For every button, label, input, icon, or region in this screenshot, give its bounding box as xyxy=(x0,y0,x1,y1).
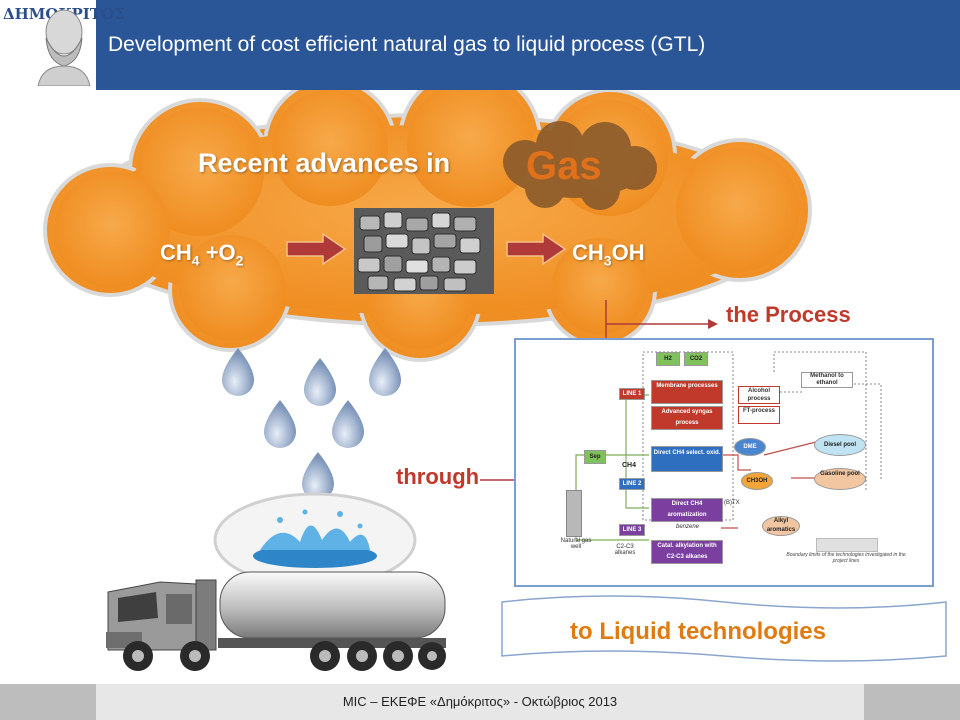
liquid-banner xyxy=(501,595,947,662)
methanol-ethanol-box: Methanol to ethanol xyxy=(801,372,853,388)
cloud-heading: Recent advances in xyxy=(198,148,451,178)
process-label: the Process xyxy=(726,302,851,327)
boundary-legend-swatch xyxy=(816,538,878,552)
catal-alkyl-box: Catal. alkylation with C2-C3 alkanes xyxy=(651,540,723,564)
drop-icon xyxy=(332,400,364,448)
alcohol-box: Alcohol process xyxy=(738,386,780,404)
process-diagram: H2 CO2 LINE 1 Membrane processes Advance… xyxy=(514,338,934,587)
drop-icon xyxy=(369,348,401,396)
diesel-pool: Diesel pool xyxy=(814,434,866,456)
logo-letters: ΔΗΜΟΚΡΙΤΟΣ xyxy=(3,4,125,24)
arrow-right-icon xyxy=(506,232,567,266)
direct-oxid-box: Direct CH4 select. oxid. xyxy=(651,446,723,472)
line2-tag: LINE 2 xyxy=(619,478,645,490)
liquid-label: to Liquid technologies xyxy=(570,618,826,645)
c2c3-label: C2-C3 alkanes xyxy=(614,544,636,556)
gas-highlight: Gas xyxy=(526,144,602,188)
line1-tag: LINE 1 xyxy=(619,388,645,400)
title-bar xyxy=(0,0,960,90)
co2-box: CO2 xyxy=(684,352,708,366)
water-splash-image xyxy=(213,492,417,588)
slide-title: Development of cost efficient natural ga… xyxy=(108,33,706,56)
bust-icon xyxy=(37,9,91,86)
arrow-right-icon xyxy=(286,232,347,266)
drop-icon xyxy=(222,348,254,396)
ft-box: FT-process xyxy=(738,406,780,424)
drop-icon xyxy=(264,400,296,448)
drop-icon xyxy=(302,452,334,500)
advanced-syngas-box: Advanced syngas process xyxy=(651,406,723,430)
rain-drops xyxy=(222,348,401,500)
ch4-label: CH4 xyxy=(622,462,637,469)
institution-logo: ΔΗΜΟΚΡΙΤΟΣ xyxy=(0,0,125,90)
btx-label: (B)TX xyxy=(724,500,740,506)
line3-tag: LINE 3 xyxy=(619,524,645,536)
h2-box: H2 xyxy=(656,352,680,366)
catalyst-pellets-image xyxy=(354,208,494,294)
direct-arom-box: Direct CH4 aromatization xyxy=(651,498,723,522)
reaction-product: CH3OH xyxy=(572,240,645,269)
footer-left-block xyxy=(0,684,96,720)
footer-text: MIC – ΕΚΕΦΕ «Δημόκριτος» - Οκτώβριος 201… xyxy=(342,694,618,709)
gasoline-pool: Gasoline pool xyxy=(814,468,866,490)
boundary-note: Boundary limits of the technologies inve… xyxy=(786,552,906,564)
gas-well-icon xyxy=(566,490,582,537)
drop-icon xyxy=(304,358,336,406)
through-label: through xyxy=(396,464,480,489)
tanker-truck-image xyxy=(106,571,446,671)
dme-node: DME xyxy=(734,438,766,456)
alkyl-aromatics-node: Alkyl aromatics xyxy=(762,516,800,536)
natural-gas-well-label: Natural gas well xyxy=(560,538,592,550)
benzene-label: benzene xyxy=(676,524,700,530)
sep-box: Sep xyxy=(584,450,606,464)
footer-bar xyxy=(0,684,960,720)
footer-right-block xyxy=(864,684,960,720)
reaction-reactants: CH4 +O2 xyxy=(160,240,244,269)
ch3oh-node: CH3OH xyxy=(741,472,773,490)
membrane-box: Membrane processes xyxy=(651,380,723,404)
